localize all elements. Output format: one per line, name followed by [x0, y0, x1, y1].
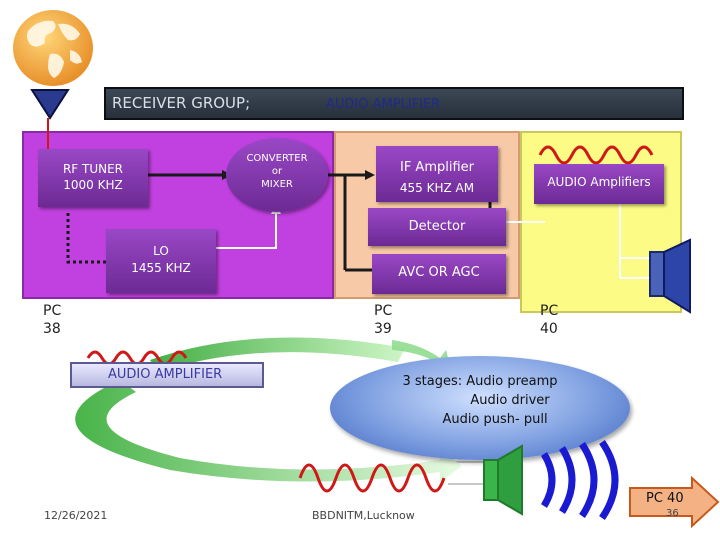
wave-icon — [298, 463, 446, 493]
mixer-label: MIXER — [261, 179, 293, 190]
converter-or: or — [271, 166, 283, 177]
detector-block: Detector — [368, 208, 506, 246]
pc-39-number: 39 — [374, 321, 392, 337]
pc-40-label: PC 40 — [540, 302, 558, 338]
pc-38-label: PC 38 — [43, 302, 61, 338]
avc-agc-block: AVC OR AGC — [372, 254, 506, 294]
pc-39-label: PC 39 — [374, 302, 392, 338]
next-button-label: PC 40 — [646, 491, 684, 506]
rf-tuner-block: RF TUNER 1000 KHZ — [38, 149, 148, 207]
lo-frequency: 1455 KHZ — [131, 261, 191, 275]
stages-ellipse — [330, 356, 630, 460]
next-arrow-icon — [629, 476, 720, 528]
header-subtitle: AUDIO AMPLIFIER — [326, 97, 441, 112]
wave-icon — [538, 145, 654, 165]
lo-block: LO 1455 KHZ — [106, 229, 216, 293]
stages-line-2: Audio driver — [470, 393, 550, 408]
avc-agc-label: AVC OR AGC — [398, 265, 480, 280]
footer-date: 12/26/2021 — [44, 509, 108, 522]
audio-amplifiers-block: AUDIO Amplifiers — [534, 164, 664, 204]
stages-line-1: 3 stages: Audio preamp — [402, 374, 558, 389]
header-title: RECEIVER GROUP; — [112, 94, 251, 112]
if-amplifier-frequency: 455 KHZ AM — [399, 181, 475, 195]
antenna-icon — [30, 89, 70, 120]
footer-institute: BBDNITM,Lucknow — [312, 509, 415, 522]
audio-amplifiers-label: AUDIO Amplifiers — [547, 175, 651, 189]
next-pc-40-button[interactable]: PC 40 36 — [628, 476, 720, 528]
pc-38-prefix: PC — [43, 303, 62, 319]
converter-mixer-block: CONVERTER or MIXER — [226, 138, 328, 212]
pc-40-prefix: PC — [540, 303, 559, 319]
if-amplifier-block: IF Amplifier 455 KHZ AM — [376, 146, 498, 202]
stages-line-3: Audio push- pull — [442, 412, 548, 427]
header-bar: RECEIVER GROUP; AUDIO AMPLIFIER — [104, 87, 684, 120]
if-amplifier-label: IF Amplifier — [399, 160, 474, 175]
detector-label: Detector — [408, 219, 466, 234]
pc-39-prefix: PC — [374, 303, 393, 319]
rf-tuner-frequency: 1000 KHZ — [63, 178, 123, 192]
globe-icon — [13, 10, 93, 86]
pc-38-number: 38 — [43, 321, 61, 337]
stages-text: 3 stages: Audio preamp Audio driver Audi… — [330, 372, 630, 429]
audio-amplifier-banner: AUDIO AMPLIFIER — [70, 362, 264, 388]
rf-tuner-label: RF TUNER — [62, 162, 124, 176]
pc-40-number: 40 — [540, 321, 558, 337]
converter-label: CONVERTER — [246, 153, 308, 164]
sound-wave-icon — [483, 440, 619, 520]
audio-amplifier-banner-label: AUDIO AMPLIFIER — [108, 367, 223, 382]
page-number: 36 — [666, 508, 679, 519]
speaker-icon — [649, 238, 691, 314]
lo-label: LO — [153, 244, 169, 258]
